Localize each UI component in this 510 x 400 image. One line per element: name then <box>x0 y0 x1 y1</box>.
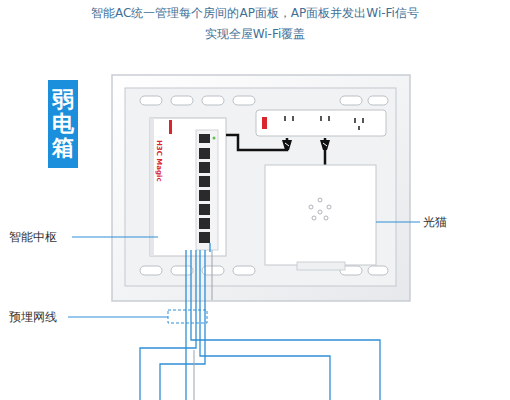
callout-label: 光猫 <box>422 215 448 229</box>
callout-label: 预埋网线 <box>8 310 58 324</box>
conduit-marker <box>168 310 207 323</box>
cabinet-title: 弱电箱 <box>52 88 74 161</box>
power-plug <box>282 140 330 150</box>
switch-device <box>150 118 226 256</box>
power-cord <box>226 135 325 165</box>
diagram-title: 智能AC统一管理每个房间的AP面板，AP面板并发出Wi-Fi信号 实现全屋Wi-… <box>65 3 445 45</box>
power-strip <box>256 110 386 136</box>
enclosure-panel <box>125 88 396 286</box>
enclosure-frame <box>112 75 410 301</box>
cabinet-tag: 弱电箱 <box>48 80 78 168</box>
network-cable <box>140 243 380 400</box>
brand-logo: H3C Magic <box>155 140 163 182</box>
leader-line <box>68 222 420 317</box>
ont-device <box>265 165 376 270</box>
callout-label: 智能中枢 <box>8 230 58 244</box>
gray-cable <box>194 250 212 400</box>
plug-mark <box>285 143 327 146</box>
knockout-slots <box>140 96 388 275</box>
